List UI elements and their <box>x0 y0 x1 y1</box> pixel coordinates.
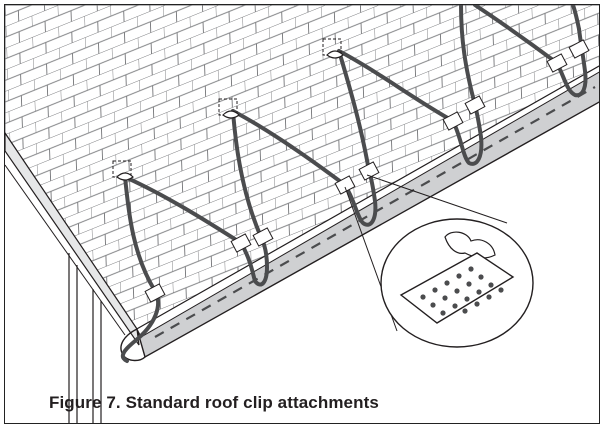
roof-edge <box>5 131 140 423</box>
roof-clip-diagram <box>5 5 599 423</box>
figure-caption: Figure 7. Standard roof clip attachments <box>49 393 379 412</box>
spring-clip-icon <box>116 50 344 181</box>
gutter-clips <box>144 39 590 303</box>
figure-frame: Figure 7. Standard roof clip attachments <box>4 4 600 424</box>
magnified-clip-callout <box>380 218 534 348</box>
